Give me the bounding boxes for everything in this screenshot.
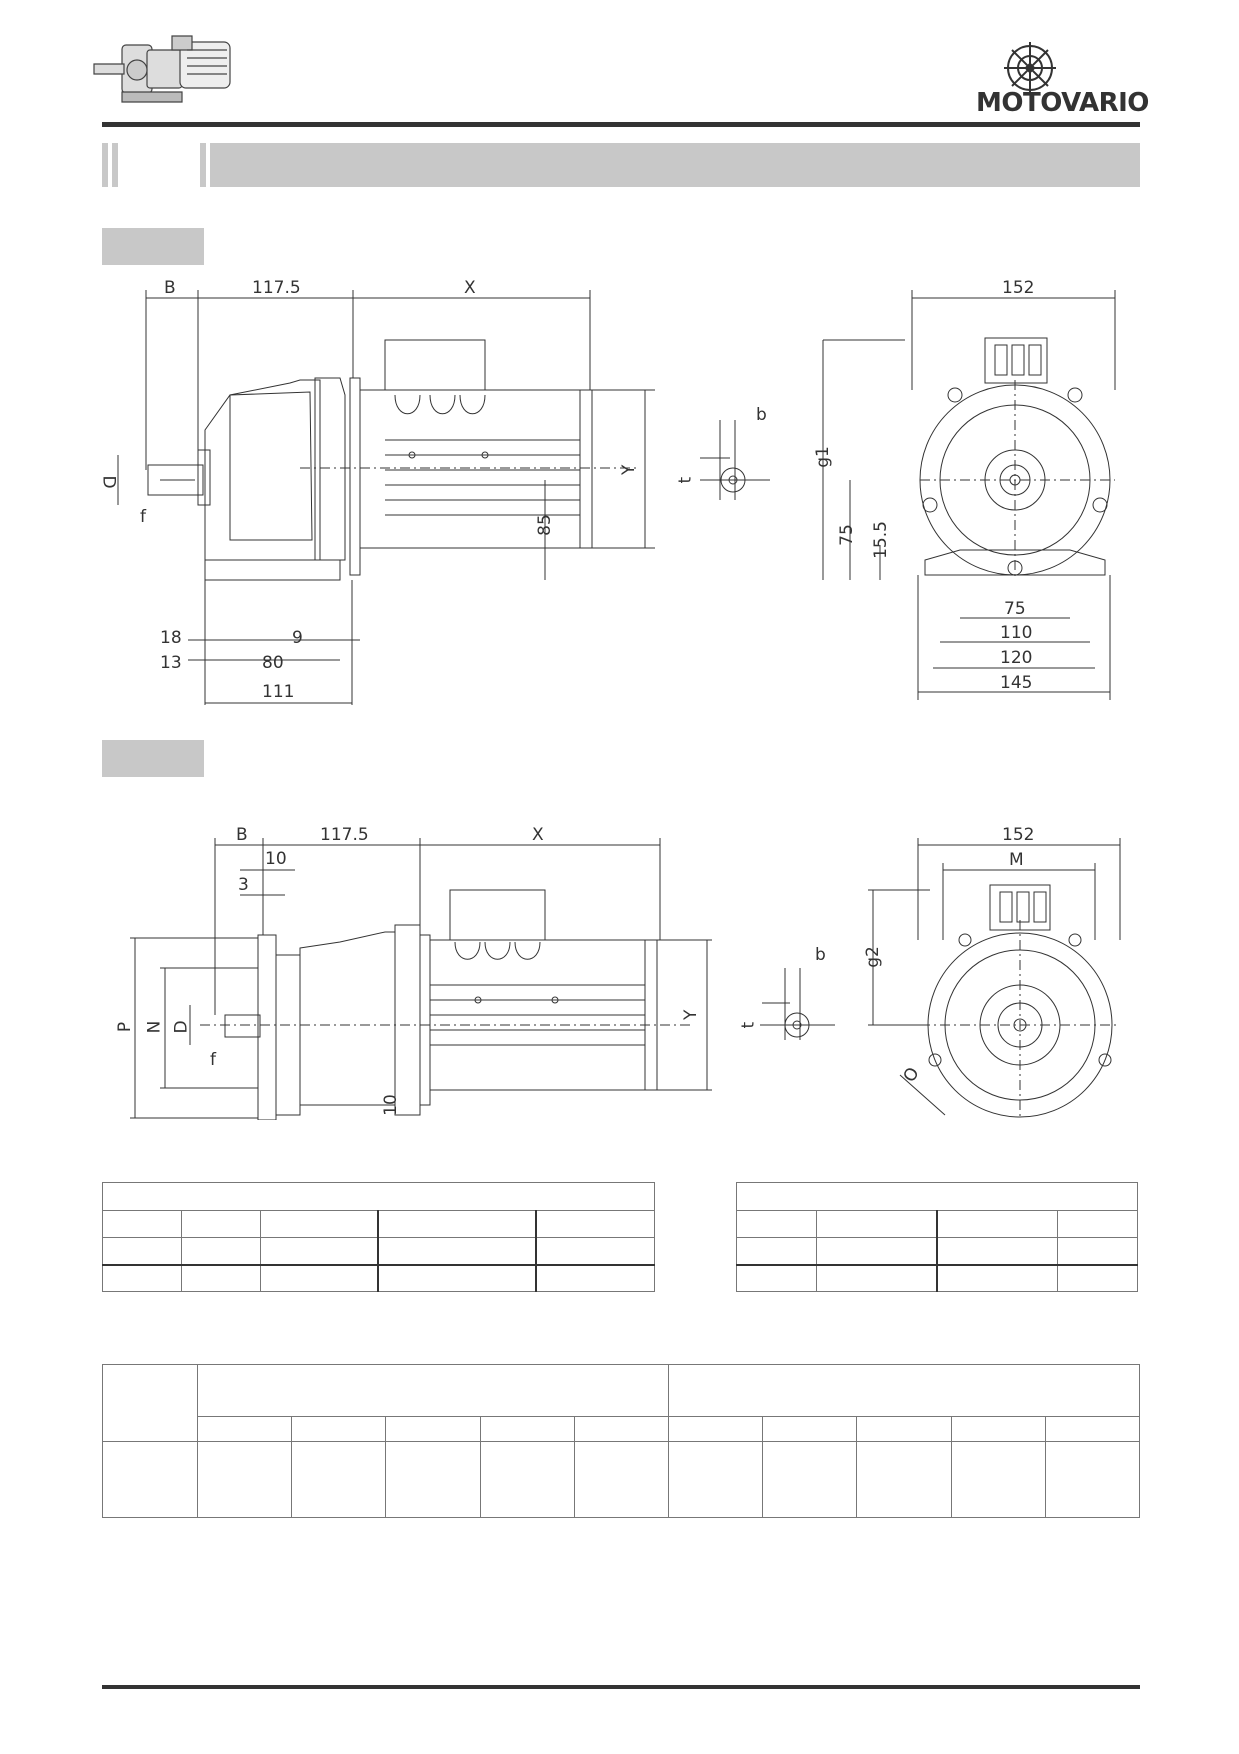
dim-label-9: 9 bbox=[292, 628, 303, 648]
brand-logo-text: MOTOVARIO bbox=[976, 88, 1149, 118]
dim-label-Y-2: Y bbox=[681, 1009, 701, 1021]
view1-drawing: B 117.5 X 152 D f Y 85 b t g1 75 15.5 18… bbox=[99, 278, 1239, 720]
output-shaft-2 bbox=[225, 1015, 260, 1037]
terminal-box bbox=[385, 340, 485, 390]
specification-table bbox=[102, 1364, 1141, 1518]
dimension-table-right bbox=[735, 1182, 1139, 1292]
header-rule bbox=[102, 122, 1140, 127]
dim-label-D-2: D bbox=[172, 1020, 192, 1033]
dim-label-t-2: t bbox=[739, 1022, 759, 1029]
dim-label-111: 111 bbox=[262, 682, 294, 702]
dim-label-152: 152 bbox=[1002, 278, 1034, 298]
dim-label-P: P bbox=[115, 1022, 135, 1032]
view2-label-bar bbox=[102, 740, 204, 777]
dimension-table-left bbox=[102, 1182, 656, 1292]
view2-drawing: B 117.5 X 10 3 152 M P N D f Y 10 b t g2… bbox=[115, 825, 1239, 1120]
footer-rule bbox=[102, 1685, 1140, 1689]
dim-label-b: b bbox=[756, 405, 767, 425]
section-title-bar bbox=[102, 143, 1140, 187]
dim-label-B: B bbox=[164, 278, 176, 298]
dim-label-f: f bbox=[140, 507, 147, 527]
motovario-gear-emblem-icon bbox=[1000, 40, 1060, 96]
dim-label-13: 13 bbox=[160, 653, 182, 673]
output-shaft bbox=[148, 465, 203, 495]
dim-label-X-2: X bbox=[532, 825, 544, 845]
dim-label-N: N bbox=[144, 1021, 164, 1034]
dim-label-10: 10 bbox=[265, 849, 287, 869]
gearbox-housing bbox=[205, 380, 320, 560]
view1-label-bar bbox=[102, 228, 204, 265]
dim-label-85: 85 bbox=[535, 514, 555, 536]
dim-label-145: 145 bbox=[1000, 673, 1032, 693]
dim-label-18: 18 bbox=[160, 628, 182, 648]
dim-label-117-5-2: 117.5 bbox=[320, 825, 369, 845]
dim-label-B-2: B bbox=[236, 825, 248, 845]
gear-motor-thumbnail-icon bbox=[92, 30, 252, 110]
dim-label-15-5: 15.5 bbox=[871, 521, 891, 559]
dim-label-75: 75 bbox=[1004, 599, 1026, 619]
dim-label-10-vertical: 10 bbox=[381, 1094, 401, 1116]
dim-label-g1: g1 bbox=[813, 446, 833, 468]
dim-label-O: O bbox=[900, 1064, 924, 1086]
dim-label-152-2: 152 bbox=[1002, 825, 1034, 845]
terminal-box-2 bbox=[450, 890, 545, 940]
dim-label-80: 80 bbox=[262, 653, 284, 673]
dim-label-X: X bbox=[464, 278, 476, 298]
dim-label-f-2: f bbox=[210, 1050, 217, 1070]
dim-label-D: D bbox=[99, 475, 119, 488]
dim-label-120: 120 bbox=[1000, 648, 1032, 668]
dim-label-t: t bbox=[676, 477, 696, 484]
dim-label-g2: g2 bbox=[863, 946, 883, 968]
dim-label-b-2: b bbox=[815, 945, 826, 965]
dim-label-110: 110 bbox=[1000, 623, 1032, 643]
dim-label-117-5: 117.5 bbox=[252, 278, 301, 298]
dim-label-M: M bbox=[1009, 850, 1024, 870]
dim-label-75-vertical: 75 bbox=[837, 524, 857, 546]
gearbox-housing-2 bbox=[300, 932, 395, 1105]
dim-label-3: 3 bbox=[238, 875, 249, 895]
flange bbox=[258, 935, 276, 1120]
dim-label-Y: Y bbox=[619, 464, 639, 476]
